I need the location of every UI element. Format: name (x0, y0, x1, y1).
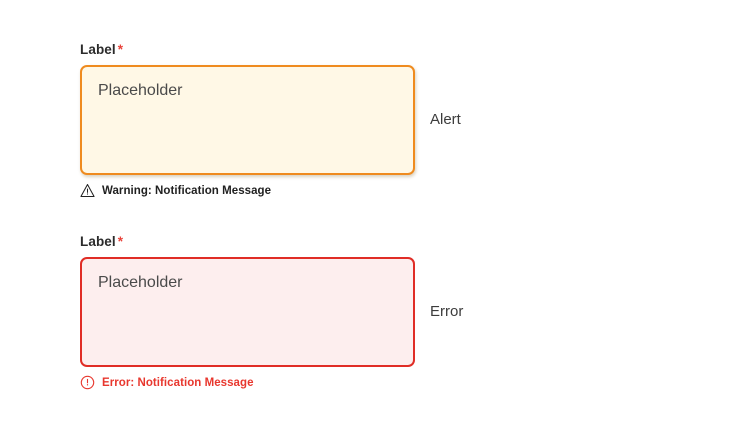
required-asterisk: * (117, 234, 124, 249)
alert-textarea[interactable]: Placeholder (80, 65, 415, 175)
alert-field-group: Label* Placeholder Warning: Notification… (80, 42, 415, 198)
error-helper-text: Error: Notification Message (102, 376, 254, 389)
error-field-group: Label* Placeholder Error: Notification M… (80, 234, 415, 390)
required-asterisk: * (117, 42, 124, 57)
alert-field-label: Label* (80, 42, 415, 58)
alert-helper-text: Warning: Notification Message (102, 184, 272, 197)
error-textarea[interactable]: Placeholder (80, 257, 415, 367)
error-label-text: Label (80, 234, 116, 249)
error-field-label: Label* (80, 234, 415, 250)
error-annotation-label: Error (430, 303, 464, 320)
error-circle-icon (80, 375, 95, 390)
alert-annotation-label: Alert (430, 111, 461, 128)
error-helper-row: Error: Notification Message (80, 375, 415, 390)
alert-helper-row: Warning: Notification Message (80, 183, 415, 198)
warning-triangle-icon (80, 183, 95, 198)
alert-label-text: Label (80, 42, 116, 57)
